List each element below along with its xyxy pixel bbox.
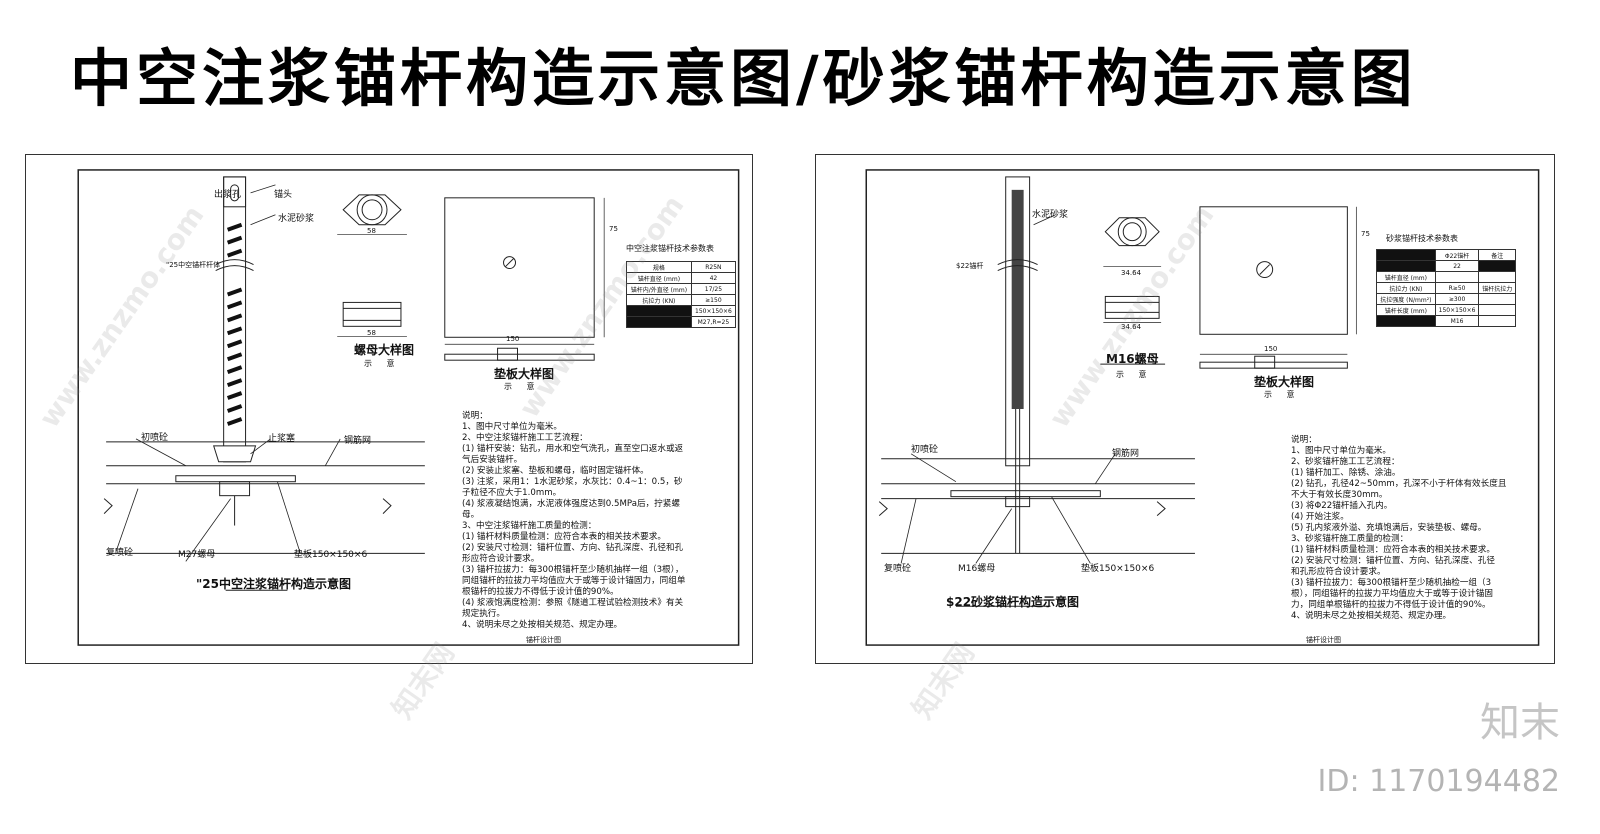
table-row: M27,R=25 bbox=[626, 316, 737, 328]
label-initial-shotcrete: 初喷砼 bbox=[911, 445, 939, 455]
right-table-title: 砂浆锚杆技术参数表 bbox=[1386, 234, 1458, 243]
nut-detail-caption: 螺母大样图 bbox=[354, 343, 415, 357]
label-steel-mesh: 钢筋网 bbox=[344, 436, 372, 446]
table-row: 锚杆长度 (mm)150×150×6 bbox=[1376, 304, 1516, 316]
dim-3464-top: 34.64 bbox=[1121, 269, 1142, 277]
page-title: 中空注浆锚杆构造示意图/砂浆锚杆构造示意图 bbox=[70, 42, 1417, 115]
label-cement-mortar: 水泥砂浆 bbox=[1032, 210, 1069, 220]
label-grout-hole: 出浆孔 bbox=[214, 190, 242, 200]
label-pad: 垫板150×150×6 bbox=[1081, 564, 1155, 574]
image-id: ID: 1170194482 bbox=[1317, 764, 1560, 799]
left-table-title: 中空注浆锚杆技术参数表 bbox=[626, 244, 714, 253]
left-footer: 锚杆设计图 bbox=[526, 636, 561, 644]
table-row: Φ22锚杆备注 bbox=[1376, 249, 1516, 261]
table-row: 抗拉力 (KN)≥150 bbox=[626, 294, 737, 306]
table-row: 锚杆直径 (mm) bbox=[1376, 271, 1516, 283]
left-drawing-frame bbox=[77, 169, 740, 646]
dim-75: 75 bbox=[609, 225, 618, 233]
nut-detail-sub: 示 意 bbox=[364, 359, 401, 368]
dim-58-bottom: 58 bbox=[367, 329, 376, 337]
right-drawing-sheet: 水泥砂浆 $22锚杆 初喷砼 钢筋网 复喷砼 M16螺母 垫板150×150×6… bbox=[815, 154, 1555, 664]
right-drawing-frame bbox=[865, 169, 1540, 646]
table-row: 150×150×6 bbox=[626, 305, 737, 317]
left-diagram-caption: "25中空注浆锚杆构造示意图 bbox=[196, 577, 351, 591]
dim-75: 75 bbox=[1361, 230, 1370, 238]
label-initial-shotcrete: 初喷砼 bbox=[141, 433, 169, 443]
label-bolt-body: $22锚杆 bbox=[956, 262, 984, 270]
nut-detail-sub: 示 意 bbox=[1116, 370, 1153, 379]
pad-detail-caption: 垫板大样图 bbox=[494, 367, 555, 381]
left-notes: 说明： 1、图中尺寸单位为毫米。 2、中空注浆锚杆施工工艺流程： (1) 锚杆安… bbox=[462, 411, 686, 630]
label-stop-plug: 止浆塞 bbox=[268, 434, 296, 444]
label-nut-m16: M16螺母 bbox=[958, 564, 996, 574]
table-row: 锚杆直径 (mm)42 bbox=[626, 272, 737, 284]
brand-logo-text: 知末 bbox=[1480, 700, 1560, 746]
label-anchor-head: 锚头 bbox=[274, 190, 293, 200]
table-row: 抗拉强度 (N/mm²)≥300 bbox=[1376, 293, 1516, 305]
pad-detail-sub: 示 意 bbox=[1264, 390, 1301, 399]
label-bolt-body: "25中空锚杆杆体 bbox=[166, 261, 221, 269]
right-diagram-caption: $22砂浆锚杆构造示意图 bbox=[946, 595, 1080, 609]
right-notes: 说明： 1、图中尺寸单位为毫米。 2、砂浆锚杆施工工艺流程： (1) 锚杆加工、… bbox=[1291, 435, 1507, 621]
table-row: 锚杆内/外直径 (mm)17/25 bbox=[626, 283, 737, 295]
nut-detail-caption: M16螺母 bbox=[1106, 352, 1159, 366]
label-nut-m27: M27螺母 bbox=[178, 550, 216, 560]
label-pad: 垫板150×150×6 bbox=[294, 550, 368, 560]
table-row: 22 bbox=[1376, 260, 1516, 272]
dim-150: 150 bbox=[1264, 345, 1278, 353]
label-cement-mortar: 水泥砂浆 bbox=[278, 214, 315, 224]
label-steel-mesh: 钢筋网 bbox=[1112, 449, 1140, 459]
dim-3464-bottom: 34.64 bbox=[1121, 323, 1142, 331]
pad-detail-caption: 垫板大样图 bbox=[1254, 375, 1315, 389]
left-drawing-sheet: 出浆孔 锚头 水泥砂浆 "25中空锚杆杆体 止浆塞 初喷砼 钢筋网 复喷砼 M2… bbox=[25, 154, 753, 664]
dim-58-top: 58 bbox=[367, 227, 376, 235]
label-re-shotcrete: 复喷砼 bbox=[884, 564, 912, 574]
dim-150: 150 bbox=[506, 335, 520, 343]
label-re-shotcrete: 复喷砼 bbox=[106, 548, 134, 558]
table-row: M16 bbox=[1376, 315, 1516, 327]
pad-detail-sub: 示 意 bbox=[504, 382, 541, 391]
right-footer: 锚杆设计图 bbox=[1306, 636, 1341, 644]
